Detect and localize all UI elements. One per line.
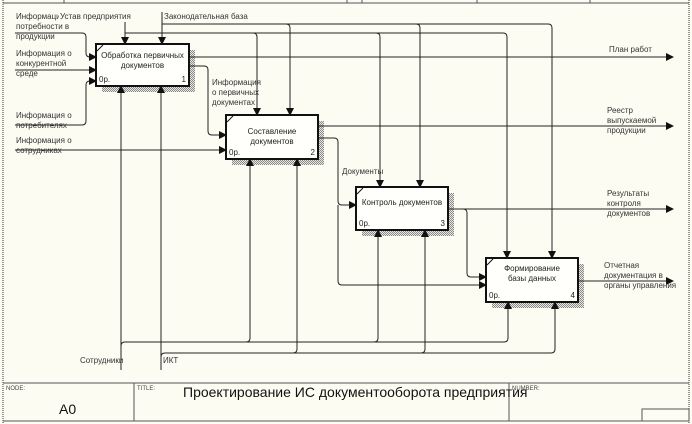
box-2-title: Составление документов xyxy=(247,127,297,146)
box-4-cost: 0р. xyxy=(489,291,501,300)
mechanism-label-ict: ИКТ xyxy=(163,356,179,365)
number-label: NUMBER: xyxy=(512,386,540,392)
label-documents: Документы xyxy=(342,167,384,176)
output-label-control-results: Результаты контроля документов xyxy=(607,189,651,218)
arrow-input-consumers xyxy=(15,77,97,126)
box-4-number: 4 xyxy=(570,291,575,300)
output-label-reports: Отчетная документация в органы управлени… xyxy=(604,261,677,290)
box-2-cost: 0р. xyxy=(229,148,241,157)
box-3-cost: 0р. xyxy=(359,219,371,228)
input-label-competition: Информация о конкурентной среде xyxy=(16,49,72,78)
control-label-law: Законодательная база xyxy=(164,12,248,21)
arrow-control-charter xyxy=(124,12,511,259)
arrow-input-demand xyxy=(15,32,97,61)
node-value: A0 xyxy=(59,401,77,417)
box-3-number: 3 xyxy=(440,219,445,228)
box-3-title: Контроль документов xyxy=(361,198,443,207)
title-label: TITLE: xyxy=(137,386,156,392)
arrow-primary-docs-info xyxy=(189,65,227,139)
arrows xyxy=(15,12,674,370)
node-label: NODE: xyxy=(6,386,26,392)
box-1-title: Обработка первичных документов xyxy=(101,51,184,70)
arrow-documents xyxy=(318,137,357,209)
input-label-consumers: Информация о потребителях xyxy=(16,111,72,130)
activity-box-2 xyxy=(225,114,319,160)
box-1-cost: 0р. xyxy=(99,75,111,84)
title-block xyxy=(3,382,690,422)
arrow-control-law xyxy=(161,12,556,259)
box-1-number: 1 xyxy=(181,75,186,84)
box-2-number: 2 xyxy=(310,148,315,157)
activity-box-4 xyxy=(485,257,579,303)
diagram-title: Проектирование ИС документооборота предп… xyxy=(183,384,528,400)
box-4-title: Формирование базы данных xyxy=(504,264,560,283)
input-label-employees-info: Информация о сотрудниках xyxy=(16,136,72,155)
activity-boxes xyxy=(95,43,579,303)
control-label-charter: Устав предприятия xyxy=(59,12,131,22)
activity-box-1 xyxy=(95,43,190,87)
label-primary-docs-info: Информация о первичных документах xyxy=(212,78,261,107)
output-label-work-plan: План работ xyxy=(609,45,652,54)
activity-box-3 xyxy=(355,186,449,231)
output-label-registry: Реестр выпускаемой продукции xyxy=(607,106,657,135)
mechanism-label-staff: Сотрудники xyxy=(80,356,124,365)
